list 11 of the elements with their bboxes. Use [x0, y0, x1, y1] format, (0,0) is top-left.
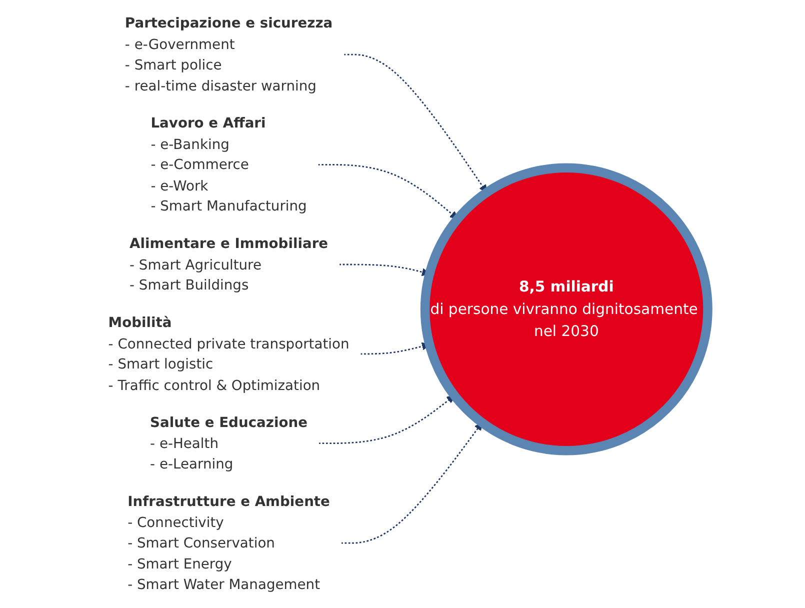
node-text: Mobilità - Connected private transportation - Smart logistic - Traffic control & Optimization — [108, 314, 350, 394]
arrow — [318, 164, 458, 220]
node-text: Alimentare e Immobiliare - Smart Agriculture - Smart Buildings — [130, 235, 328, 294]
arrow — [341, 422, 482, 544]
node-text: Infrastrutture e Ambiente - Connectivity - Smart Conservation - Smart Energy - Smart Water Management — [128, 492, 330, 593]
node-text: Partecipazione e sicurezza - e-Government - Smart police - real-time disaster warning — [124, 14, 333, 94]
node-text: Salute e Educazione - e-Health - e-Learning — [150, 414, 308, 472]
arrow — [344, 54, 488, 193]
arrow — [318, 395, 455, 444]
node-circle: 8,5 miliardi di persone vivranno dignitosamente nel 2030 — [420, 163, 712, 456]
node-text: Lavoro e Affari - e-Banking - e-Commerce - e-Work - Smart Manufacturing — [150, 114, 307, 214]
